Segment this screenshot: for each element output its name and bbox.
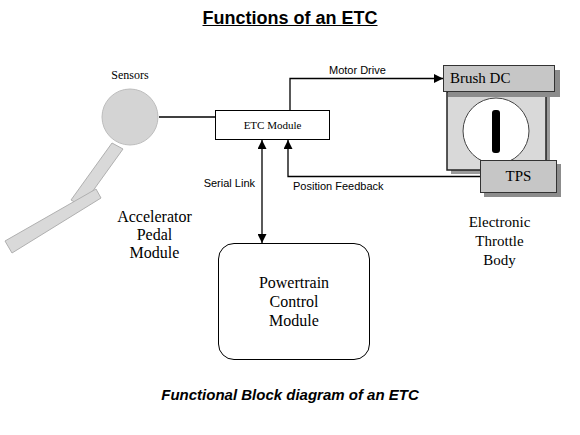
- part-label: Electronic Throttle Body: [462, 213, 537, 270]
- pedal-illustration: [5, 143, 123, 253]
- signal-label: Position Feedback: [292, 180, 385, 193]
- process-box: ETC Module: [215, 110, 330, 140]
- node-text: ETC Module: [244, 119, 302, 132]
- throttle-bore: [463, 98, 529, 164]
- node-text: Powertrain Control Module: [244, 273, 344, 330]
- node-text: Brush DC: [450, 70, 510, 87]
- part-label: Accelerator Pedal Module: [112, 208, 197, 262]
- diagram-caption: Functional Block diagram of an ETC: [0, 386, 580, 403]
- sensor-shape: [101, 88, 159, 146]
- sensor-circle-shape: [102, 89, 158, 145]
- throttle-plate: [492, 110, 500, 153]
- connector: [159, 116, 215, 117]
- diagram-title: Functions of an ETC: [0, 8, 580, 29]
- signal-label: Serial Link: [203, 177, 256, 190]
- sensor-circle: Sensors: [96, 68, 164, 148]
- pedal-pad: [5, 189, 101, 253]
- signal-label: Motor Drive: [328, 64, 387, 77]
- connector: [261, 140, 262, 243]
- controller-box: Powertrain Control Module: [218, 243, 370, 360]
- connector: [288, 140, 480, 177]
- node-text: TPS: [506, 168, 532, 185]
- node-text: Sensors: [111, 68, 148, 82]
- motor-box: Brush DC: [443, 65, 555, 92]
- connector: [290, 79, 443, 111]
- throttle-housing: [447, 92, 546, 170]
- sensor-box: TPS: [480, 160, 557, 193]
